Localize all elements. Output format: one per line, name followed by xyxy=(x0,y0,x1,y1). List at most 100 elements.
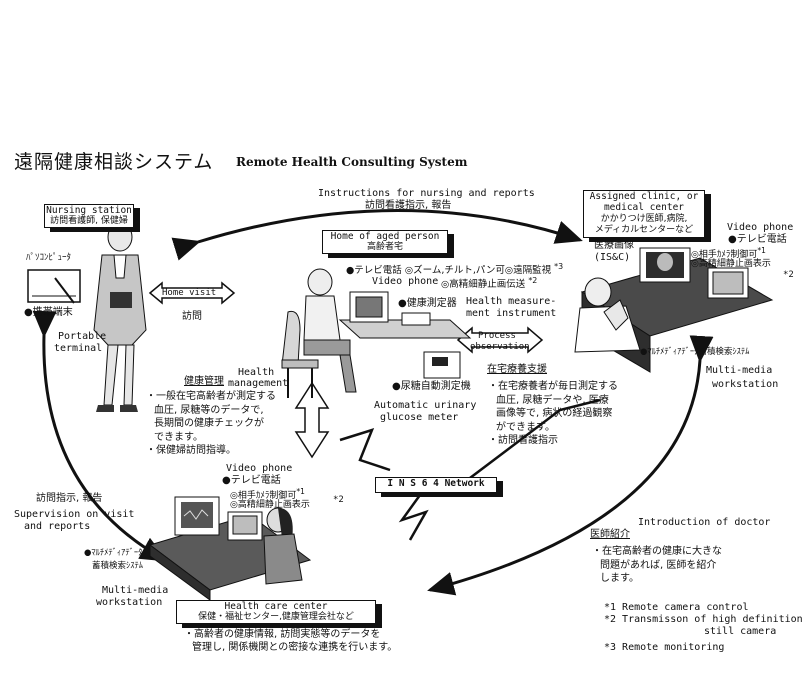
nursing-station-en: Nursing station xyxy=(46,205,132,216)
left-arrow-en1: Supervision on visit xyxy=(14,509,135,520)
home-support-line: ・訪問看護指示 xyxy=(488,435,558,446)
clinic-jp1: かかりつけ医師,病院, xyxy=(600,213,688,224)
network-line-left xyxy=(339,428,391,472)
clinic-opt1-text: ◎相手ｶﾒﾗ制御可 xyxy=(691,250,758,260)
center-mm-en2: workstation xyxy=(96,597,163,608)
footnote-2: *2 Transmisson of high definition xyxy=(604,614,803,625)
top-arrow-label-en: Instructions for nursing and reports xyxy=(318,188,535,199)
health-management-jp: 健康管理 xyxy=(184,376,224,387)
clinic-videophone-jp: ●テレビ電話 xyxy=(728,234,787,245)
home-en: Home of aged person xyxy=(330,231,440,242)
vertical-double-arrow xyxy=(294,381,330,459)
footnotes: *1 Remote camera control *2 Transmisson … xyxy=(604,602,803,654)
center-illustration xyxy=(148,496,312,601)
urinary-jp: ●尿糖自動測定機 xyxy=(392,381,471,392)
doctor-intro-line: ・在宅高齢者の健康に大きな xyxy=(592,546,722,557)
clinic-en1: Assigned clinic, or xyxy=(589,191,699,202)
health-mgmt-line: ・保健婦訪問指導。 xyxy=(146,445,236,456)
center-mm-en1: Multi-media xyxy=(102,585,169,596)
home-videophone-en: Video phone xyxy=(372,276,439,287)
health-mgmt-line: 長期間の健康チェックが xyxy=(154,418,264,429)
center-videophone-en: Video phone xyxy=(226,463,293,474)
arc-left-arrow xyxy=(32,310,168,562)
center-opt2: ◎高精細静止画表示 xyxy=(230,500,310,510)
home-videophone-opts: ◎ズーム,チルト,パン可◎遠隔監視 xyxy=(404,265,552,277)
home-support-line: ・在宅療養者が毎日測定する xyxy=(488,381,618,392)
doctor-intro-en: Introduction of doctor xyxy=(638,517,771,528)
health-center-line: ・高齢者の健康情報, 訪問実態等のデータを xyxy=(184,629,381,640)
clinic-mm-en2: workstation xyxy=(712,379,779,390)
health-measure-en2: ment instrument xyxy=(466,308,557,319)
health-center-line: 管理し, 関係機関との密接な連携を行います。 xyxy=(192,642,398,653)
center-opt2-text: ◎高精細静止画表示 xyxy=(230,500,310,510)
portable-terminal-en2: terminal xyxy=(54,343,103,354)
clinic-mm-jp: ●ﾏﾙﾁﾒﾃﾞｨｱﾃﾞｰﾀ蓄積検索ｼｽﾃﾑ xyxy=(640,347,750,357)
center-mm-jp1: ●ﾏﾙﾁﾒﾃﾞｨｱﾃﾞｰﾀ xyxy=(84,548,143,558)
process-observation-en1: Process xyxy=(478,331,516,341)
home-videophone-note: *3 xyxy=(554,262,564,271)
nursing-station-box: Nursing station 訪問看護師, 保健婦 xyxy=(44,204,134,228)
clinic-opt2-note: *2 xyxy=(783,270,794,280)
clinic-jp2: メディカルセンターなど xyxy=(594,224,694,235)
home-support-text: ・在宅療養者が毎日測定する 血圧, 尿糖データや, 医療 画像等で, 病状の経過… xyxy=(488,380,618,448)
home-support-line: 血圧, 尿糖データや, 医療 xyxy=(496,394,609,406)
center-opt1-note: *1 xyxy=(296,487,305,496)
portable-terminal-en1: Portable xyxy=(58,331,107,342)
home-jp: 高齢者宅 xyxy=(366,242,403,253)
network-line-bottom xyxy=(398,494,429,541)
medical-image-en: (IS&C) xyxy=(594,252,631,263)
ins64-network-label: I N S 6 4 Network xyxy=(387,478,485,489)
top-arrow-label-jp: 訪問看護指示, 報告 xyxy=(365,200,452,211)
pc-label: ﾊﾟｿｺﾝﾋﾟｭｰﾀ xyxy=(26,253,72,263)
health-management-text: ・一般在宅高齢者が測定する 血圧, 尿糖等のデータで, 長期間の健康チェックが … xyxy=(146,390,276,458)
urinary-en2: glucose meter xyxy=(380,412,459,423)
health-center-en: Health care center xyxy=(224,601,328,612)
health-center-jp: 保健・福祉センター,健康管理会社など xyxy=(198,612,354,623)
diagram-title-en: Remote Health Consulting System xyxy=(236,155,468,169)
health-management-en1: Health xyxy=(238,367,275,378)
footnote-2-cont: still camera xyxy=(704,626,777,637)
home-still-image: ◎高精細静止画伝送 *2 xyxy=(441,276,537,291)
home-visit-en: Home visit xyxy=(162,288,217,298)
center-mm-jp2: 蓄積検索ｼｽﾃﾑ xyxy=(92,561,144,571)
center-videophone-jp: ●テレビ電話 xyxy=(222,475,281,486)
home-support-line: 画像等で, 病状の経過観察 xyxy=(496,408,613,419)
urinary-en1: Automatic urinary xyxy=(374,400,477,411)
doctor-intro-jp: 医師紹介 xyxy=(590,529,630,540)
doctor-intro-line: します。 xyxy=(600,573,639,584)
ins64-network-box: I N S 6 4 Network xyxy=(375,477,497,493)
health-center-text: ・高齢者の健康情報, 訪問実態等のデータを 管理し, 関係機関との密接な連携を行… xyxy=(184,628,397,654)
home-visit-arrow xyxy=(148,281,236,305)
clinic-opt2-text: ◎高精細静止画表示 xyxy=(691,259,771,269)
home-support-line: ができます。 xyxy=(496,421,555,433)
doctor-illustration xyxy=(574,247,774,373)
health-mgmt-line: 血圧, 尿糖等のデータで, xyxy=(154,404,264,416)
clinic-en2: medical center xyxy=(603,202,685,214)
clinic-box: Assigned clinic, or medical center かかりつけ… xyxy=(583,190,705,238)
health-management-en2: management xyxy=(228,378,289,389)
doctor-intro-text: ・在宅高齢者の健康に大きな 問題があれば, 医師を紹介 します。 xyxy=(592,545,722,586)
diagram-title-jp: 遠隔健康相談システム xyxy=(14,151,214,173)
left-arrow-jp: 訪問指示, 報告 xyxy=(36,493,103,504)
footnote-3: *3 Remote monitoring xyxy=(604,642,725,653)
health-measure-jp: ●健康測定器 xyxy=(398,298,457,309)
home-still-text: ◎高精細静止画伝送 xyxy=(441,279,526,291)
health-measure-en1: Health measure- xyxy=(466,296,557,307)
doctor-intro-line: 問題があれば, 医師を紹介 xyxy=(600,559,717,571)
center-opt1-text: ◎相手ｶﾒﾗ制御可 xyxy=(230,491,297,501)
home-box: Home of aged person 高齢者宅 xyxy=(322,230,448,254)
medical-image-jp: 医療画像 xyxy=(594,240,634,251)
process-observation-arrow xyxy=(456,326,544,354)
arc-top-arrow xyxy=(171,209,583,261)
home-visit-jp: 訪問 xyxy=(182,311,202,322)
clinic-videophone-en: Video phone xyxy=(727,222,794,233)
footnote-1: *1 Remote camera control xyxy=(604,602,749,613)
process-observation-en2: observation xyxy=(470,342,530,352)
elderly-illustration xyxy=(281,268,472,398)
health-mgmt-line: ・一般在宅高齢者が測定する xyxy=(146,391,276,402)
home-still-note: *2 xyxy=(528,276,538,285)
arc-right-arrow xyxy=(427,335,714,596)
health-center-box: Health care center 保健・福祉センター,健康管理会社など xyxy=(176,600,376,624)
nursing-station-jp: 訪問看護師, 保健婦 xyxy=(50,216,128,227)
